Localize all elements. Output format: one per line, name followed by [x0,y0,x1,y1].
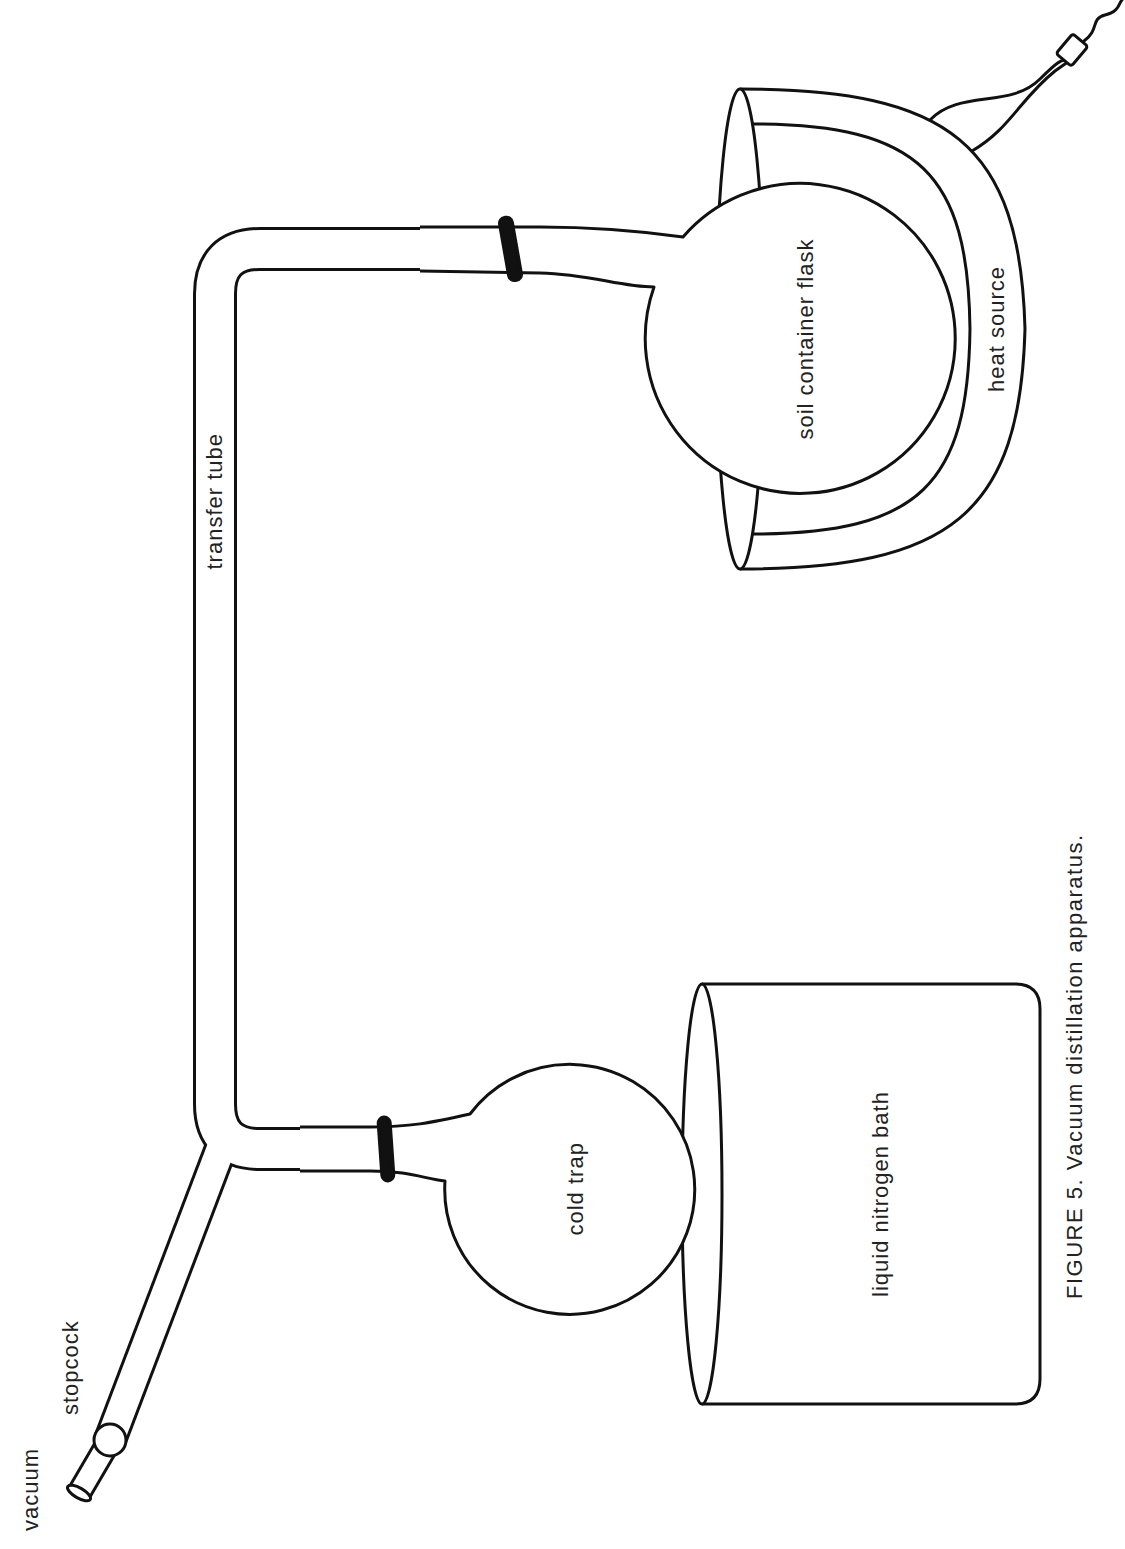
vacuum-branch [65,1135,226,1504]
flask-outline [420,159,960,519]
mantle-rim [716,89,764,569]
bath-body [702,984,1040,1404]
tube-label: transfer tube [203,429,227,574]
power-cord [930,0,1122,151]
branch-wall [110,1135,226,1440]
cord-wire [1084,0,1122,41]
label-block: cold trap [563,1142,588,1235]
part-label: heat source [984,266,1009,392]
stopcock-symbol [94,1424,126,1456]
joint-clamp [378,1117,394,1182]
bath-rim [682,984,722,1404]
cold-trap-outline [300,1059,700,1319]
vacuum-branch [110,1135,226,1440]
joint-clamp [499,216,523,281]
transfer-tube [215,249,420,1149]
mantle-body [740,89,1025,569]
part-label: stopcock [58,1320,83,1415]
part-label: cold trap [563,1142,588,1235]
cold-trap-outline: cold trap [300,1059,700,1319]
cord-wire [972,59,1072,151]
cord-wire [930,57,1068,120]
tube-wall [215,249,420,1149]
vacuum-port-opening [65,1482,93,1504]
label-block: soil container flask [793,239,818,440]
part-label: liquid nitrogen bath [868,1091,893,1297]
mantle-inner [752,124,970,534]
trap-body [300,1064,695,1314]
figure-caption: FIGURE 5. Vacuum distillation apparatus. [1062,833,1087,1299]
part-label: soil container flask [793,239,818,440]
tube-bore [215,249,420,1149]
branch-bore [110,1135,226,1440]
power-plug [1056,34,1088,67]
label-block: heat source [984,266,1009,392]
dewar-bath [680,979,1045,1409]
flask-node: soil container flask [420,159,960,519]
label-block: liquid nitrogen bath [868,1091,893,1297]
port-label: vacuum [18,1448,43,1531]
flask-body [420,183,955,493]
dewar-bath: liquid nitrogen bath [680,979,1045,1409]
